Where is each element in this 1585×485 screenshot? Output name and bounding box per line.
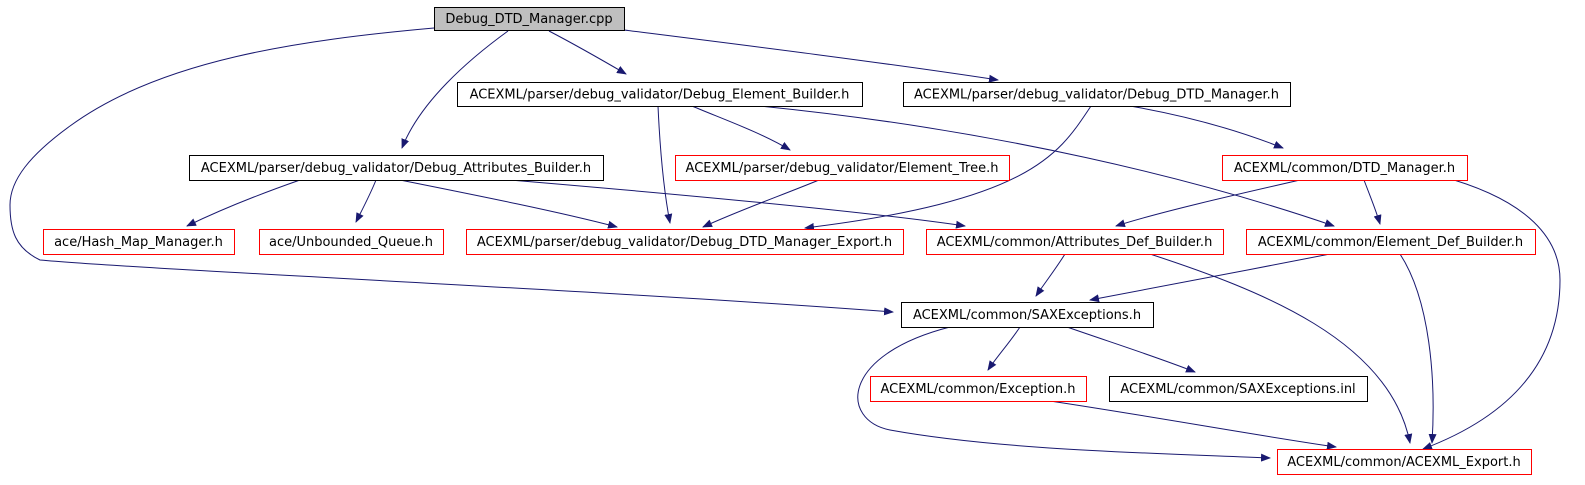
edge-cpp-to-dtd_manager_h [623, 29, 999, 83]
edge-dtd_manager_h-to-common_dtd [1129, 105, 1284, 149]
node-box [43, 229, 235, 255]
node-box [457, 82, 863, 107]
edge-exception-to-acexml_export [1049, 400, 1337, 450]
node-acexml-common-attributes-def-builder-h[interactable]: ACEXML/common/Attributes_Def_Builder.h [926, 229, 1224, 255]
node-label: Debug_DTD_Manager.cpp [445, 12, 612, 27]
node-acexml-parser-debug-validator-debug-attributes-builder-h[interactable]: ACEXML/parser/debug_validator/Debug_Attr… [189, 155, 604, 181]
node-label: ACEXML/common/Exception.h [880, 382, 1075, 397]
node-box [870, 376, 1087, 402]
edge-attr_def-to-acexml_export [1149, 253, 1413, 444]
edge-elem_builder-to-elem_def [759, 105, 1335, 227]
node-debug-dtd-manager-cpp[interactable]: Debug_DTD_Manager.cpp [434, 7, 625, 31]
node-label: ACEXML/common/Element_Def_Builder.h [1258, 235, 1523, 250]
edge-attr_def-to-sax [1035, 253, 1066, 297]
edge-attr_builder-to-hash_map [186, 179, 301, 227]
edge-sax-to-acexml_export [857, 326, 1271, 462]
edge-attr_builder-to-export [399, 179, 618, 229]
edge-cpp-to-attr_builder [401, 30, 509, 149]
node-label: ACEXML/parser/debug_validator/Debug_Elem… [470, 88, 850, 103]
node-box [189, 155, 604, 181]
edge-elem_builder-to-element_tree [691, 105, 791, 151]
node-box [466, 229, 904, 255]
edge-elem_def-to-acexml_export [1399, 253, 1437, 444]
node-box [1277, 449, 1532, 475]
node-label: ACEXML/common/SAXExceptions.h [913, 308, 1141, 323]
edge-sax-to-exception [987, 326, 1021, 371]
node-acexml-parser-debug-validator-debug-element-builder-h[interactable]: ACEXML/parser/debug_validator/Debug_Elem… [457, 82, 863, 107]
node-label: ACEXML/parser/debug_validator/Debug_Attr… [201, 161, 591, 176]
node-acexml-common-acexml-export-h[interactable]: ACEXML/common/ACEXML_Export.h [1277, 449, 1532, 475]
node-ace-unbounded-queue-h[interactable]: ace/Unbounded_Queue.h [259, 229, 444, 255]
node-label: ace/Unbounded_Queue.h [269, 235, 433, 250]
edge-attr_builder-to-attr_def [509, 179, 966, 229]
node-box [434, 7, 625, 31]
edge-common_dtd-to-attr_def [1115, 179, 1301, 228]
node-label: ACEXML/parser/debug_validator/Debug_DTD_… [477, 235, 892, 250]
node-acexml-parser-debug-validator-debug-dtd-manager-export-h[interactable]: ACEXML/parser/debug_validator/Debug_DTD_… [466, 229, 904, 255]
edge-element_tree-to-export [702, 179, 820, 228]
node-ace-hash-map-manager-h[interactable]: ace/Hash_Map_Manager.h [43, 229, 235, 255]
edge-cpp-to-sax [9, 27, 894, 316]
edge-common_dtd-to-acexml_export [1422, 175, 1561, 450]
node-layer: Debug_DTD_Manager.cppACEXML/parser/debug… [43, 7, 1536, 475]
node-label: ACEXML/parser/debug_validator/Element_Tr… [686, 161, 999, 176]
edge-common_dtd-to-elem_def [1363, 179, 1382, 225]
node-acexml-parser-debug-validator-element-tree-h[interactable]: ACEXML/parser/debug_validator/Element_Tr… [675, 155, 1010, 181]
node-acexml-common-exception-h[interactable]: ACEXML/common/Exception.h [870, 376, 1087, 402]
node-label: ACEXML/common/ACEXML_Export.h [1287, 455, 1520, 470]
edge-layer [9, 27, 1561, 462]
node-box [903, 82, 1291, 107]
node-label: ace/Hash_Map_Manager.h [54, 235, 223, 250]
node-box [259, 229, 444, 255]
node-label: ACEXML/common/DTD_Manager.h [1234, 161, 1455, 176]
node-box [1109, 376, 1368, 402]
node-box [1222, 155, 1468, 181]
node-label: ACEXML/common/Attributes_Def_Builder.h [937, 235, 1213, 250]
edge-elem_builder-to-export [657, 105, 673, 224]
edge-cpp-to-elem_builder [548, 30, 627, 75]
node-box [901, 302, 1154, 328]
node-acexml-common-saxexceptions-h[interactable]: ACEXML/common/SAXExceptions.h [901, 302, 1154, 328]
edge-sax-to-sax_inl [1066, 326, 1196, 373]
node-label: ACEXML/parser/debug_validator/Debug_DTD_… [914, 88, 1279, 103]
node-box [675, 155, 1010, 181]
node-box [926, 229, 1224, 255]
edge-attr_builder-to-unbounded [355, 179, 377, 223]
node-box [1246, 229, 1536, 255]
node-label: ACEXML/common/SAXExceptions.inl [1120, 382, 1355, 397]
edge-elem_def-to-sax [1089, 253, 1331, 303]
node-acexml-common-saxexceptions-inl[interactable]: ACEXML/common/SAXExceptions.inl [1109, 376, 1368, 402]
node-acexml-common-dtd-manager-h[interactable]: ACEXML/common/DTD_Manager.h [1222, 155, 1468, 181]
node-acexml-parser-debug-validator-debug-dtd-manager-h[interactable]: ACEXML/parser/debug_validator/Debug_DTD_… [903, 82, 1291, 107]
node-acexml-common-element-def-builder-h[interactable]: ACEXML/common/Element_Def_Builder.h [1246, 229, 1536, 255]
